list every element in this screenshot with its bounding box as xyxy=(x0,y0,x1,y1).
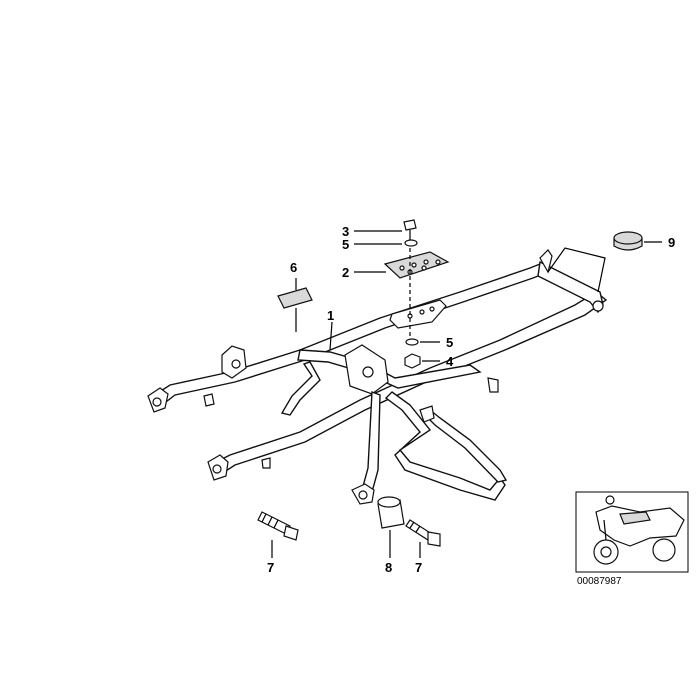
part-rubber-cap-9[interactable] xyxy=(613,231,643,251)
callout-2: 2 xyxy=(342,265,349,280)
callout-9: 9 xyxy=(668,235,675,250)
callout-5-upper: 5 xyxy=(342,237,349,252)
motorcycle-thumbnail[interactable] xyxy=(575,491,689,573)
callout-5-lower: 5 xyxy=(446,335,453,350)
callout-7-right: 7 xyxy=(415,560,422,575)
part-nut-4[interactable] xyxy=(404,353,421,369)
thumbnail-code: 00087987 xyxy=(577,576,622,587)
part-screw-7-left[interactable] xyxy=(257,511,299,541)
callout-6: 6 xyxy=(290,260,297,275)
callout-3: 3 xyxy=(342,224,349,239)
callout-1: 1 xyxy=(327,308,334,323)
callout-4: 4 xyxy=(446,354,454,369)
leader-lines xyxy=(271,230,662,558)
rear-frame[interactable] xyxy=(147,249,608,505)
callout-7-left: 7 xyxy=(267,560,274,575)
callout-8: 8 xyxy=(385,560,392,575)
part-washer-5-upper[interactable] xyxy=(404,239,418,247)
part-pad-6[interactable] xyxy=(277,287,313,309)
part-holder-plate-2[interactable] xyxy=(383,251,450,279)
part-washer-5-lower[interactable] xyxy=(405,338,419,346)
rear-wheel-icon xyxy=(652,538,676,562)
part-screw-7-right[interactable] xyxy=(405,519,441,547)
part-sleeve-8[interactable] xyxy=(377,496,405,529)
